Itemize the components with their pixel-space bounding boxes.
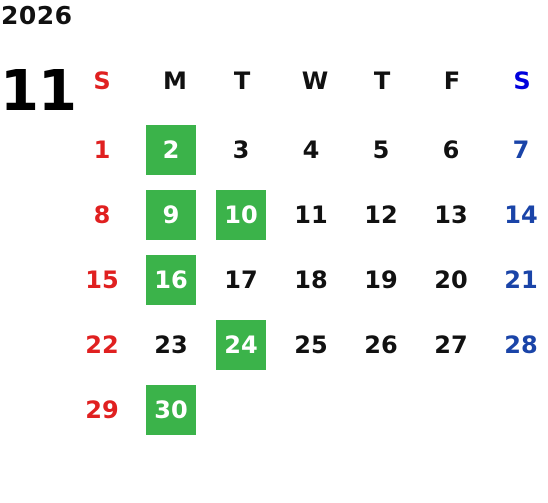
calendar-day[interactable]: 1 xyxy=(93,136,111,164)
calendar-day[interactable]: 18 xyxy=(294,266,328,294)
calendar-day[interactable]: 12 xyxy=(364,201,398,229)
week-row: 8 9 10 11 12 13 14 xyxy=(67,190,548,240)
calendar-day-highlighted[interactable]: 16 xyxy=(146,255,196,305)
calendar-day[interactable]: 22 xyxy=(85,331,119,359)
weekday-friday: F xyxy=(443,67,461,95)
calendar-day[interactable]: 17 xyxy=(224,266,258,294)
month-number: 11 xyxy=(0,59,77,124)
calendar-day[interactable]: 7 xyxy=(512,136,530,164)
week-row: 22 23 24 25 26 27 28 xyxy=(67,320,548,370)
weekday-monday: M xyxy=(163,67,187,95)
calendar-day[interactable]: 3 xyxy=(232,136,250,164)
calendar-day[interactable]: 4 xyxy=(302,136,320,164)
calendar-day[interactable]: 21 xyxy=(504,266,538,294)
calendar-day[interactable]: 25 xyxy=(294,331,328,359)
calendar-day-highlighted[interactable]: 10 xyxy=(216,190,266,240)
calendar-day-highlighted[interactable]: 2 xyxy=(146,125,196,175)
weekday-tuesday: T xyxy=(233,67,251,95)
calendar-day-highlighted[interactable]: 9 xyxy=(146,190,196,240)
calendar-day-highlighted[interactable]: 30 xyxy=(146,385,196,435)
week-row: 1 2 3 4 5 6 7 xyxy=(67,125,548,175)
year-label: 2026 xyxy=(1,1,73,30)
weekday-wednesday: W xyxy=(301,67,329,95)
weekday-header-row: S M T W T F S xyxy=(67,56,548,106)
calendar-day[interactable]: 15 xyxy=(85,266,119,294)
calendar-day[interactable]: 8 xyxy=(93,201,111,229)
weekday-thursday: T xyxy=(373,67,391,95)
calendar-day[interactable]: 29 xyxy=(85,396,119,424)
weekday-sunday: S xyxy=(93,67,111,95)
calendar-day[interactable]: 27 xyxy=(434,331,468,359)
calendar-day[interactable]: 6 xyxy=(442,136,460,164)
calendar-day[interactable]: 11 xyxy=(294,201,328,229)
calendar-day[interactable]: 14 xyxy=(504,201,538,229)
calendar-day[interactable]: 5 xyxy=(372,136,390,164)
week-row: 15 16 17 18 19 20 21 xyxy=(67,255,548,305)
week-row: 29 30 xyxy=(67,385,548,435)
calendar-day[interactable]: 19 xyxy=(364,266,398,294)
calendar-day[interactable]: 26 xyxy=(364,331,398,359)
calendar-day[interactable]: 20 xyxy=(434,266,468,294)
calendar-day[interactable]: 28 xyxy=(504,331,538,359)
calendar-day[interactable]: 23 xyxy=(154,331,188,359)
weekday-saturday: S xyxy=(513,67,531,95)
calendar-day[interactable]: 13 xyxy=(434,201,468,229)
calendar-day-highlighted[interactable]: 24 xyxy=(216,320,266,370)
